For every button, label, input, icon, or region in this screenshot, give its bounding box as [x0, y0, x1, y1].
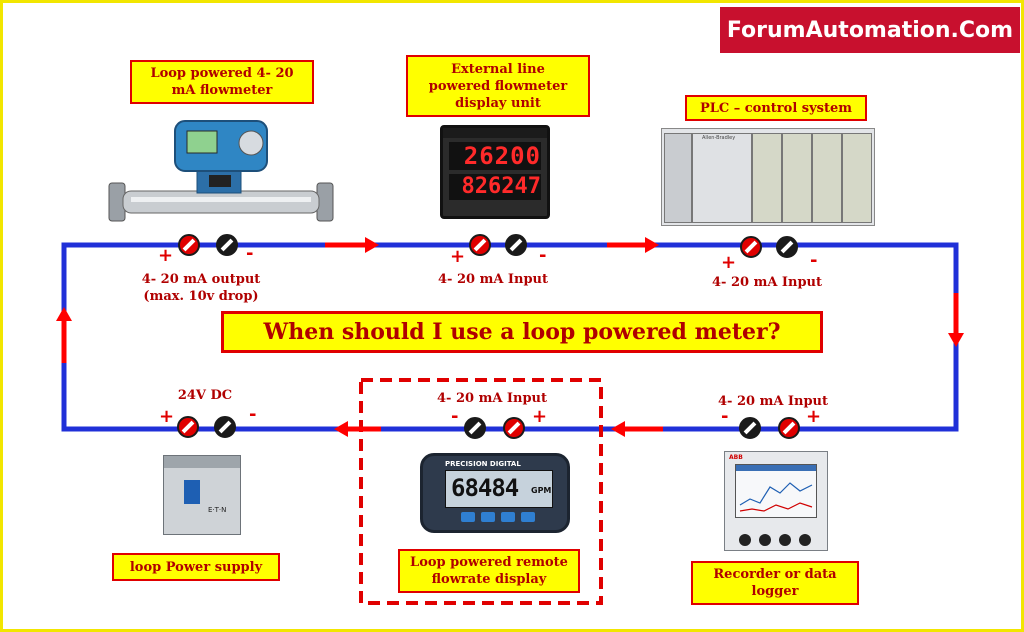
recorder-device: ABB: [724, 451, 828, 551]
recorder-key[interactable]: [739, 534, 751, 546]
remote-display-device: PRECISION DIGITAL 68484 GPM: [420, 453, 570, 533]
flowmeter-plus-sign: +: [158, 245, 174, 266]
power-supply-minus-sign: -: [249, 404, 257, 425]
flowmeter-label: Loop powered 4- 20 mA flowmeter: [130, 60, 314, 104]
flowmeter-signal-label: 4- 20 mA output (max. 10v drop): [141, 272, 261, 304]
power-supply-blue-label: [184, 480, 200, 504]
recorder-plus-sign: +: [806, 406, 822, 427]
plc-minus-sign: -: [810, 250, 818, 271]
arrow-up-icon: [56, 307, 72, 321]
display-readout-top: 26200: [449, 142, 541, 170]
remote-display-signal-label: 4- 20 mA Input: [436, 391, 548, 406]
plc-plus-sign: +: [721, 252, 737, 273]
external-display-plus-sign: +: [450, 246, 466, 267]
external-display-label: External line powered flowmeter display …: [406, 55, 590, 117]
power-supply-device: E·T·N: [163, 455, 241, 535]
arrow-right-icon: [365, 237, 379, 253]
display-readout-bottom: 826247: [449, 174, 541, 200]
remote-display-positive-terminal[interactable]: [503, 417, 525, 439]
power-supply-negative-terminal[interactable]: [214, 416, 236, 438]
plc-cpu-module: [664, 133, 692, 223]
recorder-key[interactable]: [759, 534, 771, 546]
recorder-trend-graph: [736, 465, 816, 512]
arrow-down-icon: [948, 333, 964, 347]
external-display-device: 26200 826247: [440, 125, 550, 219]
recorder-positive-terminal[interactable]: [778, 417, 800, 439]
remote-display-button[interactable]: [501, 512, 515, 522]
remote-display-highlight-box: [359, 378, 603, 605]
question-headline: When should I use a loop powered meter?: [221, 311, 823, 353]
recorder-label: Recorder or data logger: [691, 561, 859, 605]
recorder-screen: [735, 464, 817, 518]
plc-negative-terminal[interactable]: [776, 236, 798, 258]
plc-processor-module: [692, 133, 752, 223]
power-supply-label: loop Power supply: [112, 553, 280, 581]
external-display-positive-terminal[interactable]: [469, 234, 491, 256]
external-display-signal-label: 4- 20 mA Input: [437, 272, 549, 287]
plc-panel-brand: Allen-Bradley: [702, 135, 736, 141]
remote-display-button[interactable]: [481, 512, 495, 522]
remote-display-brand: PRECISION DIGITAL: [445, 460, 521, 468]
plc-positive-terminal[interactable]: [740, 236, 762, 258]
recorder-signal-label: 4- 20 mA Input: [717, 394, 829, 409]
remote-display-minus-sign: -: [451, 406, 459, 427]
recorder-key[interactable]: [799, 534, 811, 546]
plc-io-module: [752, 133, 782, 223]
flowmeter-positive-terminal[interactable]: [178, 234, 200, 256]
remote-display-button[interactable]: [521, 512, 535, 522]
display-brand-strip: [443, 128, 547, 138]
recorder-panel-brand: ABB: [729, 454, 743, 461]
remote-display-negative-terminal[interactable]: [464, 417, 486, 439]
recorder-negative-terminal[interactable]: [739, 417, 761, 439]
power-supply-signal-label: 24V DC: [177, 388, 233, 403]
power-supply-top-strip: [164, 456, 240, 468]
remote-display-label: Loop powered remote flowrate display: [398, 549, 580, 593]
power-supply-panel-brand: E·T·N: [208, 506, 227, 514]
flowmeter-device-icon: [108, 120, 334, 222]
remote-display-plus-sign: +: [532, 406, 548, 427]
remote-display-button[interactable]: [461, 512, 475, 522]
plc-io-module: [812, 133, 842, 223]
plc-signal-label: 4- 20 mA Input: [711, 275, 823, 290]
brand-banner[interactable]: ForumAutomation.Com: [720, 7, 1020, 53]
arrow-left-icon: [611, 421, 625, 437]
external-display-negative-terminal[interactable]: [505, 234, 527, 256]
plc-label: PLC – control system: [685, 95, 867, 121]
external-display-minus-sign: -: [539, 245, 547, 266]
remote-display-unit: GPM: [531, 486, 552, 495]
recorder-key[interactable]: [779, 534, 791, 546]
remote-display-lcd: [445, 470, 553, 508]
remote-display-reading: 68484: [451, 474, 519, 502]
plc-device: Allen-Bradley: [661, 128, 875, 226]
arrow-left-icon: [334, 421, 348, 437]
power-supply-positive-terminal[interactable]: [177, 416, 199, 438]
flowmeter-negative-terminal[interactable]: [216, 234, 238, 256]
power-supply-plus-sign: +: [159, 406, 175, 427]
flowmeter-minus-sign: -: [246, 243, 254, 264]
plc-io-module: [782, 133, 812, 223]
recorder-minus-sign: -: [721, 406, 729, 427]
arrow-right-icon: [645, 237, 659, 253]
plc-io-module: [842, 133, 872, 223]
